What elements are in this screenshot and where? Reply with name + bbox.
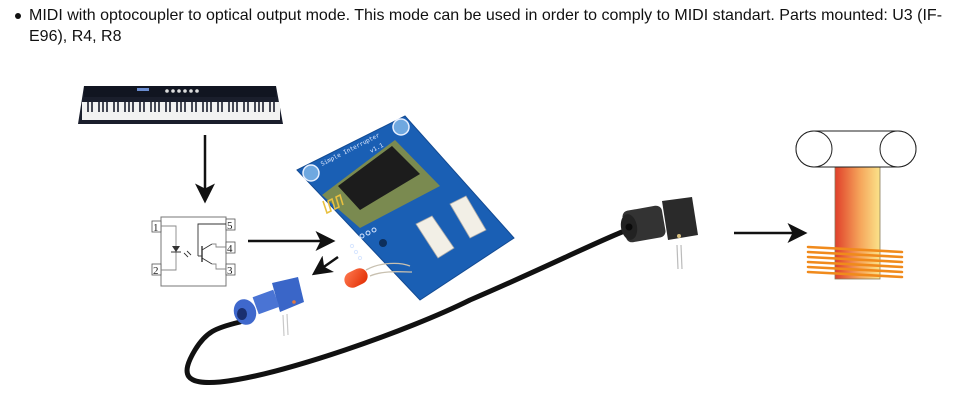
pin-5-label: 5 <box>227 220 233 232</box>
fiber-cable <box>184 229 625 386</box>
pin-5-box <box>225 218 236 231</box>
mounting-hole <box>392 118 410 136</box>
tesla-coil <box>795 130 917 280</box>
blue-optical-transmitter <box>233 277 304 337</box>
keyboard-knobs <box>137 88 199 93</box>
red-led <box>344 262 413 288</box>
connector-3pin <box>415 215 455 259</box>
midi-keyboard <box>78 86 283 124</box>
pin-3-label: 3 <box>227 265 233 277</box>
pin-3-box <box>225 263 236 276</box>
mounting-hole <box>302 164 320 182</box>
optocoupler-schematic: 1 2 3 4 5 <box>151 216 236 287</box>
coil-secondary <box>834 166 881 280</box>
description-list: MIDI with optocoupler to optical output … <box>13 5 943 47</box>
pin-2-box <box>151 263 162 276</box>
arrow-board-to-transmitter <box>311 255 339 276</box>
keyboard-black-keys <box>87 102 275 112</box>
primary-winding <box>806 245 904 279</box>
pin-4-label: 4 <box>227 243 233 255</box>
connector-2pin <box>449 195 487 239</box>
pin-4-box <box>225 241 236 254</box>
pin-2-label: 2 <box>153 265 159 277</box>
antenna-icon <box>322 193 344 215</box>
description-bullet: MIDI with optocoupler to optical output … <box>13 5 943 47</box>
interrupter-board: Simple Interrupter v1.1 <box>296 115 515 301</box>
led-diode-icon <box>172 246 180 252</box>
board-hole <box>379 239 387 247</box>
pin-1-box <box>151 220 162 233</box>
pin-1-label: 1 <box>153 222 159 234</box>
black-optical-receiver <box>620 197 698 270</box>
